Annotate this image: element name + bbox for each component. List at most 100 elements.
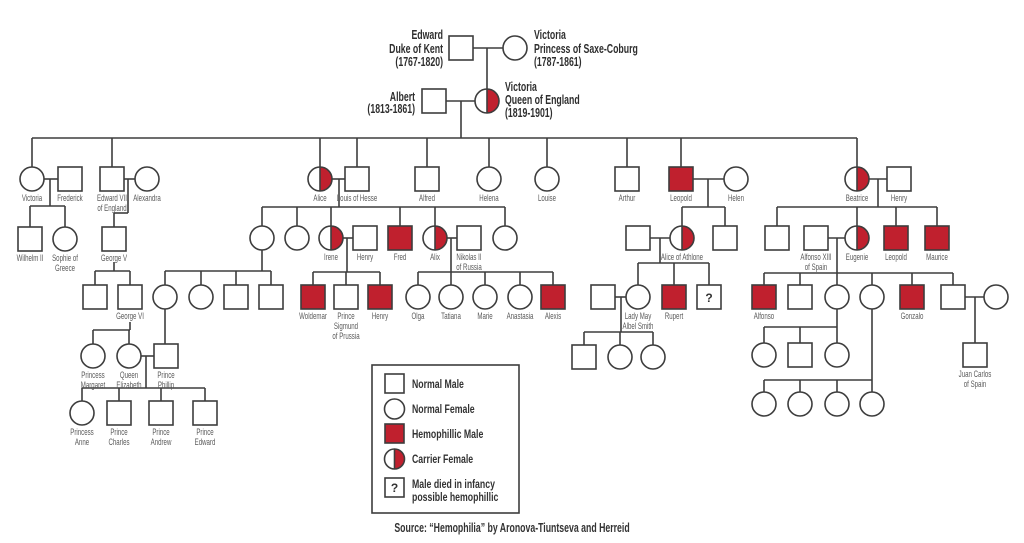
- person-alice-g1: [152, 284, 178, 310]
- person-label: Lady May: [625, 311, 652, 322]
- person-label: Victoria: [534, 29, 567, 43]
- person-label: Henry: [891, 193, 907, 204]
- person-leopold-b: Leopold: [883, 225, 909, 262]
- person-woldemar: Woldemar: [299, 284, 327, 321]
- source-caption: Source: “Hemophilia” by Aronova-Tiuntsev…: [394, 522, 629, 536]
- person-label: Alexandra: [133, 193, 161, 204]
- carrier-female-icon: [669, 225, 695, 251]
- normal-female-icon: [116, 343, 142, 369]
- normal-female-icon: [607, 344, 633, 370]
- person-label: Greece: [55, 263, 75, 274]
- normal-male-icon: [712, 225, 738, 251]
- normal-male-icon: [192, 400, 218, 426]
- person-wilhelm-ii: Wilhelm II: [17, 226, 43, 263]
- normal-female-icon: [476, 166, 502, 192]
- legend-label-unknown-male-line2: possible hemophillic: [412, 492, 499, 504]
- person-eugenie-d4: [859, 284, 885, 310]
- person-alix: Alix: [422, 225, 448, 262]
- person-george-vi: George VI: [116, 284, 144, 321]
- person-george-v: George V: [101, 226, 128, 263]
- person-label: Olga: [412, 311, 425, 322]
- person-label: Prince: [337, 311, 354, 322]
- person-label: Beatrice: [846, 193, 868, 204]
- normal-male-icon: [223, 284, 249, 310]
- normal-male-icon: [764, 225, 790, 251]
- person-label: of Spain: [805, 262, 827, 273]
- normal-male-icon: [384, 373, 405, 394]
- person-rupert: Rupert: [661, 284, 687, 322]
- normal-male-icon: [57, 166, 83, 192]
- normal-female-icon: [723, 166, 749, 192]
- legend-label-normal-female: Normal Female: [412, 404, 475, 416]
- person-victoria-pr: Victoria: [19, 166, 45, 203]
- person-george-v-s1: [82, 284, 108, 310]
- person-label: (1787-1861): [534, 56, 582, 70]
- person-arthur: Arthur: [614, 166, 640, 203]
- person-label: Gonzalo: [901, 311, 924, 322]
- person-fred: Fred: [387, 225, 413, 262]
- person-label: Anastasia: [507, 311, 534, 322]
- person-louise: Louise: [534, 166, 560, 203]
- normal-female-icon: [69, 400, 95, 426]
- normal-male-icon: [258, 284, 284, 310]
- person-alice-athlone: Alice of Athlone: [661, 225, 703, 262]
- person-alexandra: Alexandra: [133, 166, 161, 204]
- person-label: Sigmund: [334, 321, 358, 332]
- person-label: Helena: [479, 193, 499, 204]
- normal-male-icon: [106, 400, 132, 426]
- person-label: Henry: [357, 252, 373, 263]
- carrier-female-icon: [318, 225, 344, 251]
- normal-female-icon: [859, 284, 885, 310]
- person-alexander-teck: [625, 225, 651, 251]
- person-albert: Albert(1813-1861): [367, 88, 447, 116]
- person-label: Eugenie: [846, 252, 868, 263]
- person-lady-may-spouse: [590, 284, 616, 310]
- hemophilic-male-icon: [924, 225, 950, 251]
- person-label: Queen: [120, 370, 138, 381]
- person-label: Alice: [313, 193, 326, 204]
- person-e4-c3: [824, 391, 850, 417]
- person-label: Edward VII: [97, 193, 127, 204]
- normal-female-icon: [502, 35, 528, 61]
- person-beatrice-s1: [764, 225, 790, 251]
- normal-female-icon: [507, 284, 533, 310]
- normal-female-icon: [640, 344, 666, 370]
- person-infant-unknown: ?: [696, 284, 722, 310]
- normal-female-icon: [751, 342, 777, 368]
- normal-female-icon: [824, 284, 850, 310]
- person-label: Frederick: [57, 193, 83, 204]
- person-e3-c2: [787, 342, 813, 368]
- hemophilic-male-icon: [387, 225, 413, 251]
- normal-male-icon: [787, 284, 813, 310]
- person-label: of Prussia: [332, 331, 360, 342]
- normal-female-icon: [859, 391, 885, 417]
- person-label: Alfonso: [754, 311, 774, 322]
- normal-female-icon: [383, 398, 406, 420]
- normal-female-icon: [983, 284, 1009, 310]
- normal-male-icon: [148, 400, 174, 426]
- carrier-female-icon: [474, 88, 500, 114]
- person-label: Anne: [75, 437, 89, 448]
- normal-male-icon: [333, 284, 359, 310]
- person-label: Rupert: [665, 311, 684, 322]
- person-label: Prince: [152, 427, 169, 438]
- person-alice: Alice: [307, 166, 333, 204]
- person-label: of England: [97, 203, 126, 214]
- person-lm-c2: [607, 344, 633, 370]
- person-label: Edward: [411, 29, 443, 43]
- normal-female-icon: [249, 225, 275, 251]
- person-label: of Russia: [456, 262, 482, 273]
- normal-female-icon: [751, 391, 777, 417]
- person-eugenie-s2: [787, 284, 813, 310]
